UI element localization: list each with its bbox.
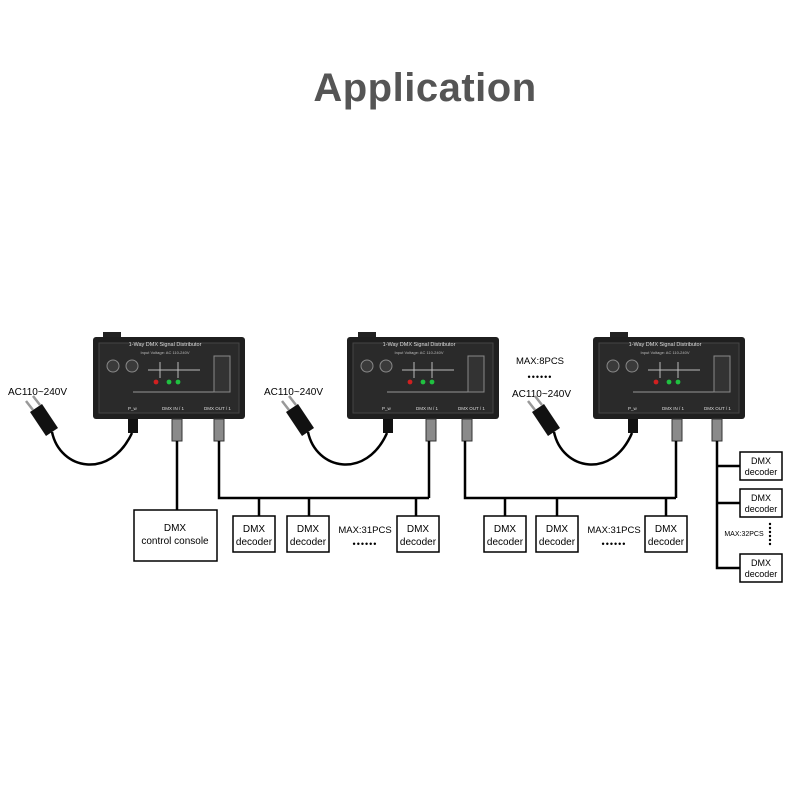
dmx-decoder: DMX decoder <box>644 515 688 553</box>
decoder-label: DMX <box>407 524 430 535</box>
dmx-decoder: DMX decoder <box>286 515 330 553</box>
switch-knob <box>379 359 393 373</box>
console-label-line1: DMX <box>164 523 187 534</box>
power-plug-2: AC110~240V <box>264 387 389 466</box>
power-label: AC110~240V <box>512 389 571 400</box>
port-label: DMX OUT / 1 <box>704 406 731 411</box>
status-led-green <box>666 379 672 385</box>
status-led-green <box>420 379 426 385</box>
port-label: DMX IN / 1 <box>662 406 685 411</box>
port-label: DMX OUT / 1 <box>458 406 485 411</box>
max-decoders-label: MAX:31PCS <box>338 525 391 536</box>
decoder-label: DMX <box>243 524 266 535</box>
dmx-control-console: DMX control console <box>133 509 218 562</box>
decoder-label: decoder <box>539 537 576 548</box>
port-label: P_w <box>628 406 638 411</box>
console-label-line2: control console <box>141 536 209 547</box>
status-led-red <box>407 379 413 385</box>
vertical-dots <box>768 522 772 546</box>
dmx-distributor-1: 1-Way DMX Signal Distributor Input Volta… <box>93 332 245 442</box>
dmx-decoder: DMX decoder <box>739 451 783 481</box>
decoder-label: DMX <box>655 524 678 535</box>
status-led-red <box>653 379 659 385</box>
power-plug-3: AC110~240V <box>512 389 634 466</box>
dmx-decoder: DMX decoder <box>739 488 783 518</box>
device-header: 1-Way DMX Signal Distributor <box>129 342 202 348</box>
decoder-label: DMX <box>297 524 320 535</box>
dmx-decoder: DMX decoder <box>535 515 579 553</box>
max-decoders-label: MAX:32PCS <box>724 531 764 538</box>
power-label: AC110~240V <box>264 387 323 398</box>
port-label: DMX IN / 1 <box>162 406 185 411</box>
device-voltage: Input Voltage: AC 110-240V <box>394 350 443 355</box>
port-label: P_w <box>128 406 138 411</box>
dmx-wiring <box>175 441 740 570</box>
port-label: DMX OUT / 1 <box>204 406 231 411</box>
switch-knob <box>625 359 639 373</box>
fuse-knob <box>360 359 374 373</box>
ellipsis-dots: •••••• <box>602 539 627 549</box>
decoder-label: decoder <box>400 537 437 548</box>
decoder-label: decoder <box>487 537 524 548</box>
power-label: AC110~240V <box>8 387 67 398</box>
decoder-label: decoder <box>648 537 685 548</box>
fuse-knob <box>606 359 620 373</box>
decoder-label: DMX <box>751 558 771 568</box>
decoder-label: decoder <box>290 537 327 548</box>
status-led-green <box>175 379 181 385</box>
dmx-distributor-3: 1-Way DMX Signal Distributor Input Volta… <box>593 332 745 442</box>
page-title: Application <box>313 66 537 110</box>
port-label: DMX IN / 1 <box>416 406 439 411</box>
device-header: 1-Way DMX Signal Distributor <box>383 342 456 348</box>
max-devices-label: MAX:8PCS <box>516 356 564 367</box>
port-label: P_w <box>382 406 392 411</box>
max-decoders-label: MAX:31PCS <box>587 525 640 536</box>
fuse-knob <box>106 359 120 373</box>
decoder-label: DMX <box>751 493 771 503</box>
decoder-label: decoder <box>745 467 778 477</box>
dmx-distributor-2: 1-Way DMX Signal Distributor Input Volta… <box>347 332 499 442</box>
power-plug-1: AC110~240V <box>8 387 134 466</box>
decoder-label: decoder <box>745 504 778 514</box>
status-led-green <box>166 379 172 385</box>
decoder-label: decoder <box>745 569 778 579</box>
status-led-green <box>675 379 681 385</box>
decoder-label: DMX <box>494 524 517 535</box>
device-voltage: Input Voltage: AC 110-240V <box>640 350 689 355</box>
ellipsis-dots: •••••• <box>353 539 378 549</box>
device-header: 1-Way DMX Signal Distributor <box>629 342 702 348</box>
switch-knob <box>125 359 139 373</box>
dmx-decoder: DMX decoder <box>396 515 440 553</box>
decoder-label: DMX <box>546 524 569 535</box>
dmx-decoder: DMX decoder <box>232 515 276 553</box>
status-led-red <box>153 379 159 385</box>
decoder-label: decoder <box>236 537 273 548</box>
dmx-decoder: DMX decoder <box>483 515 527 553</box>
device-voltage: Input Voltage: AC 110-240V <box>140 350 189 355</box>
decoder-label: DMX <box>751 456 771 466</box>
status-led-green <box>429 379 435 385</box>
dmx-decoder: DMX decoder <box>739 553 783 583</box>
ellipsis-dots: •••••• <box>528 372 553 382</box>
